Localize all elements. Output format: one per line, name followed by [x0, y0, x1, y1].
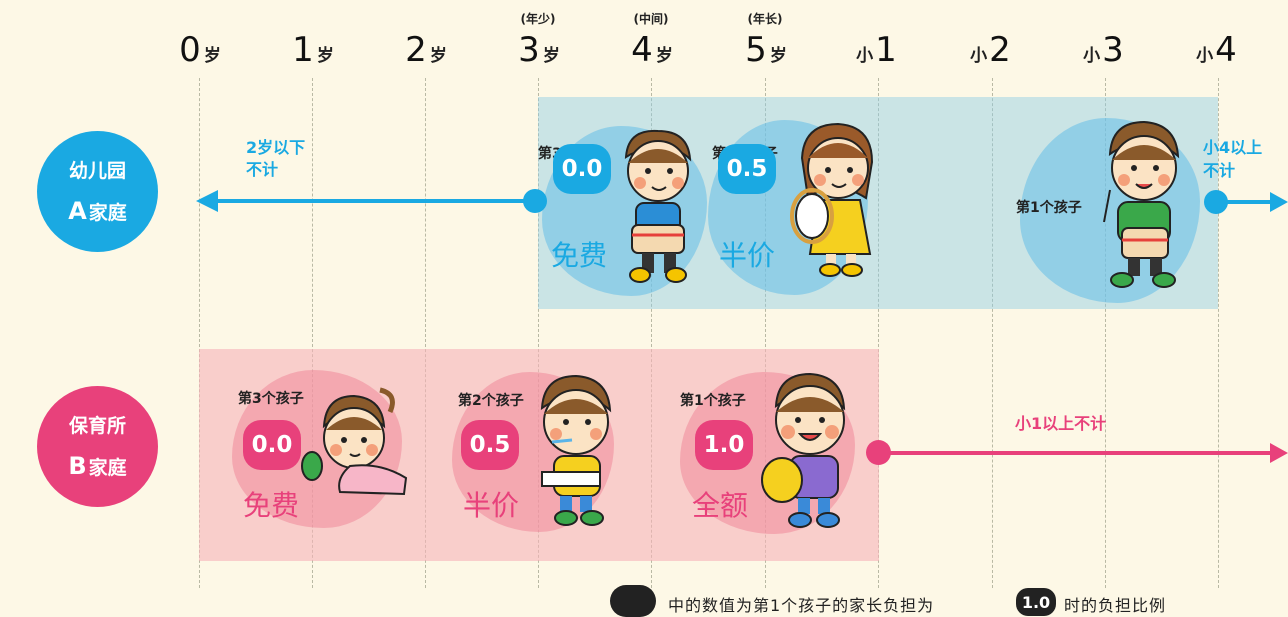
family-b-type: 保育所	[68, 415, 126, 437]
legend-text-after: 时的负担比例	[1064, 596, 1167, 615]
gridline	[538, 78, 539, 588]
family-a-start-dot	[523, 189, 547, 213]
drummer-boy-illustration	[624, 129, 692, 283]
legend-swatch	[610, 585, 656, 617]
arrow-right-icon	[1270, 443, 1288, 463]
class-label-middle: (中间)	[633, 12, 669, 26]
family-b-child-1-ratio: 1.0	[695, 420, 753, 470]
cymbal-boy-illustration	[761, 372, 846, 528]
axis-tick: 小4	[1196, 30, 1237, 70]
class-label-senior: (年长)	[747, 12, 783, 26]
family-b-child-2-ratio: 0.5	[461, 420, 519, 470]
family-b-word: 家庭	[88, 457, 127, 479]
family-b-child-2-label: 第2个孩子	[458, 393, 524, 409]
arrow-right-icon	[1270, 192, 1288, 212]
family-a-child-3-ratio: 0.0	[553, 144, 611, 194]
family-b-end-dot	[866, 440, 891, 465]
arrow-left-icon	[196, 190, 218, 212]
family-b-letter: B	[68, 452, 87, 480]
gridline	[425, 78, 426, 588]
family-a-child-2-ratio: 0.5	[718, 144, 776, 194]
family-a-right-note-2: 不计	[1203, 161, 1236, 180]
family-b-child-2-cost: 半价	[463, 489, 520, 522]
family-b-child-1-cost: 全额	[692, 489, 749, 522]
family-a-right-note-1: 小4以上	[1203, 138, 1263, 157]
tambourine-girl-illustration	[790, 122, 874, 277]
axis-tick: 小2	[970, 30, 1011, 70]
gridline	[878, 78, 879, 588]
family-a-left-arrow-line	[210, 199, 530, 203]
family-b-child-3-label: 第3个孩子	[238, 391, 304, 407]
family-a-left-note-2: 不计	[246, 160, 279, 179]
class-label-young: (年少)	[520, 12, 556, 26]
family-a-child-2-cost: 半价	[719, 239, 776, 272]
gridline	[312, 78, 313, 588]
family-a-type: 幼儿园	[68, 160, 126, 182]
legend-example-badge: 1.0	[1016, 588, 1056, 616]
legend-text-before: 中的数值为第1个孩子的家长负担为	[668, 596, 935, 615]
family-a-end-dot	[1204, 190, 1228, 214]
family-a-right-arrow-line	[1226, 200, 1278, 204]
family-b-child-3-ratio: 0.0	[243, 420, 301, 470]
gridline	[199, 78, 200, 588]
gridline	[992, 78, 993, 588]
family-a-child-1-label: 第1个孩子	[1016, 200, 1082, 216]
gridline	[1105, 78, 1106, 588]
gridline	[651, 78, 652, 588]
crawling-baby-illustration	[301, 387, 408, 496]
family-b-right-arrow-line	[888, 451, 1278, 455]
family-b-child-3-cost: 免费	[243, 489, 300, 522]
family-a-child-3-cost: 免费	[551, 239, 608, 272]
axis-tick: 小1	[856, 30, 897, 70]
melodica-boy-illustration	[540, 374, 612, 526]
family-a-word: 家庭	[88, 202, 127, 224]
family-a-left-note-1: 2岁以下	[246, 138, 306, 157]
gridline	[1218, 78, 1219, 588]
family-a-letter: A	[68, 197, 87, 225]
gridline	[765, 78, 766, 588]
drum-boy-green-illustration	[1103, 120, 1180, 288]
axis-tick: 小3	[1083, 30, 1124, 70]
family-b-right-note: 小1以上不计	[1015, 414, 1107, 433]
family-b-child-1-label: 第1个孩子	[680, 393, 746, 409]
